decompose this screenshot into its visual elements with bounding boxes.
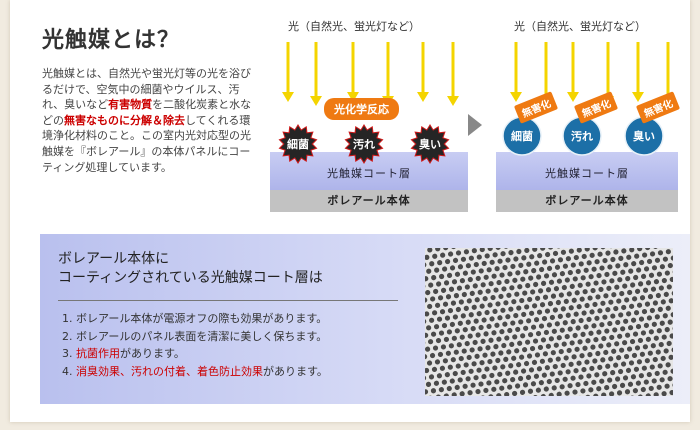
light-arrow-head <box>567 92 579 102</box>
text-segment: を二酸化炭素と水などの <box>42 98 252 127</box>
text-segment: してくれる環境浄化材料のこと。この室内光対応型の光触媒を『ボレアール』の本体パネ… <box>42 113 251 174</box>
coat-layer-after: 光触媒コート層 <box>496 152 678 190</box>
coat-layer-label: 光触媒コート層 <box>327 167 411 180</box>
panel-heading: ボレアール本体に コーティングされている光触媒コート層は <box>58 250 398 288</box>
neutralized-badge: 汚れ <box>562 116 602 156</box>
coating-texture-image <box>425 248 673 396</box>
base-after: ボレアール本体 <box>496 190 678 212</box>
pollutant-badge: 汚れ <box>344 124 384 164</box>
base-label: ボレアール本体 <box>327 194 411 207</box>
spiky-burst-icon <box>410 124 450 164</box>
badge-label: 臭い <box>633 130 655 143</box>
highlight-text: 有害物質 <box>108 98 153 112</box>
light-label-after: 光（自然光、蛍光灯など） <box>514 20 646 33</box>
base-before: ボレアール本体 <box>270 190 468 212</box>
panel-heading-line2: コーティングされている光触媒コート層は <box>58 270 323 286</box>
benefit-item: 4. 消臭効果、汚れの付着、着色防止効果があります。 <box>62 363 328 381</box>
badge-label: 汚れ <box>353 138 375 151</box>
badge-label: 臭い <box>419 138 441 151</box>
next-arrow-icon <box>468 114 482 136</box>
highlight-text: 消臭効果、汚れの付着、着色防止効果 <box>76 364 263 378</box>
description-text: 光触媒とは、自然光や蛍光灯等の光を浴びるだけで、空気中の細菌やウイルス、汚れ、臭… <box>42 66 258 175</box>
panel-heading-line1: ボレアール本体に <box>58 251 170 267</box>
reaction-label: 光化学反応 <box>324 98 399 120</box>
photocatalyst-diagram: 光（自然光、蛍光灯など） 光（自然光、蛍光灯など） 光化学反応 光触媒コート層 … <box>268 14 688 224</box>
base-label: ボレアール本体 <box>545 194 629 207</box>
light-arrow-head <box>447 96 459 106</box>
light-arrow-head <box>282 92 294 102</box>
light-label-before: 光（自然光、蛍光灯など） <box>288 20 420 33</box>
text-segment: 3. <box>62 347 76 360</box>
text-segment: があります。 <box>120 347 185 360</box>
light-arrow-head <box>510 92 522 102</box>
text-segment: 1. ボレアール本体が電源オフの際も効果があります。 <box>62 312 328 325</box>
panel-divider <box>58 300 398 301</box>
mesh-dots <box>425 248 673 396</box>
content-card: 光触媒とは？ 光触媒とは、自然光や蛍光灯等の光を浴びるだけで、空気中の細菌やウイ… <box>10 0 690 422</box>
badge-label: 汚れ <box>571 130 593 143</box>
spiky-burst-icon <box>278 124 318 164</box>
pollutant-badge: 細菌 <box>278 124 318 164</box>
light-arrow-head <box>310 96 322 106</box>
badge-label: 細菌 <box>287 138 309 151</box>
coat-layer-label: 光触媒コート層 <box>545 167 629 180</box>
benefit-list: 1. ボレアール本体が電源オフの際も効果があります。 2. ボレアールのパネル表面… <box>62 310 328 380</box>
text-segment: があります。 <box>263 364 328 378</box>
mesh-texture <box>425 248 673 396</box>
text-segment: 2. ボレアールのパネル表面を清潔に美しく保ちます。 <box>62 329 328 343</box>
coating-info-panel: ボレアール本体に コーティングされている光触媒コート層は 1. ボレアール本体が… <box>40 234 690 404</box>
spiky-burst-icon <box>344 124 384 164</box>
highlight-text: 無害なものに分解＆除去 <box>64 113 185 127</box>
pollutant-badge: 臭い <box>410 124 450 164</box>
text-segment: 光触媒とは、自然光や蛍光灯等の光を浴びるだけで、空気中の細菌やウイルス、汚れ、臭… <box>42 67 251 112</box>
text-segment: 4. <box>62 364 76 378</box>
benefit-item: 2. ボレアールのパネル表面を清潔に美しく保ちます。 <box>62 328 328 346</box>
light-arrow-head <box>347 92 359 102</box>
light-arrow-head <box>417 92 429 102</box>
highlight-text: 抗菌作用 <box>76 347 120 360</box>
benefit-item: 3. 抗菌作用があります。 <box>62 345 328 363</box>
badge-label: 細菌 <box>511 130 533 143</box>
benefit-item: 1. ボレアール本体が電源オフの際も効果があります。 <box>62 310 328 328</box>
light-arrow-head <box>632 92 644 102</box>
page-title: 光触媒とは？ <box>42 27 181 53</box>
